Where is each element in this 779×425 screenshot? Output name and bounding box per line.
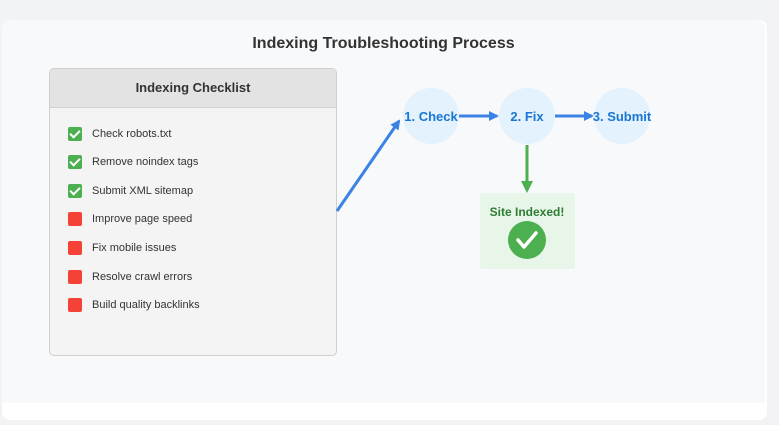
checked-checkbox-icon bbox=[68, 155, 82, 169]
checklist-item: Build quality backlinks bbox=[68, 297, 200, 313]
checkmark-icon bbox=[508, 221, 546, 259]
checklist-item-label: Check robots.txt bbox=[92, 128, 172, 140]
step-check-label: 1. Check bbox=[404, 109, 458, 124]
checklist-item: Resolve crawl errors bbox=[68, 269, 192, 285]
step-check-node bbox=[403, 88, 459, 144]
step-submit-node bbox=[594, 88, 650, 144]
checklist-item: Check robots.txt bbox=[68, 126, 171, 142]
checklist-header: Indexing Checklist bbox=[50, 69, 336, 108]
step-fix-node bbox=[499, 88, 555, 144]
checked-checkbox-icon bbox=[68, 127, 82, 141]
unchecked-red-box-icon bbox=[68, 270, 82, 284]
checklist-item-label: Remove noindex tags bbox=[92, 156, 199, 168]
site-indexed-label: Site Indexed! bbox=[490, 205, 565, 219]
checklist-item-label: Fix mobile issues bbox=[92, 242, 177, 254]
checklist-item-label: Improve page speed bbox=[92, 213, 193, 225]
checked-checkbox-icon bbox=[68, 184, 82, 198]
diagram-title: Indexing Troubleshooting Process bbox=[252, 35, 515, 52]
checklist-item: Submit XML sitemap bbox=[68, 183, 193, 199]
indexing-checklist: Indexing Checklist Check robots.txt Remo… bbox=[49, 68, 337, 356]
unchecked-red-box-icon bbox=[68, 298, 82, 312]
step-fix-label: 2. Fix bbox=[510, 109, 544, 124]
checklist-item: Improve page speed bbox=[68, 211, 192, 227]
checklist-item-label: Build quality backlinks bbox=[92, 299, 200, 311]
checklist-to-check-arrow bbox=[335, 119, 401, 212]
checklist-item-label: Submit XML sitemap bbox=[92, 185, 194, 197]
checklist-item-label: Resolve crawl errors bbox=[92, 271, 193, 283]
step-submit-label: 3. Submit bbox=[593, 109, 652, 124]
unchecked-red-box-icon bbox=[68, 212, 82, 226]
unchecked-red-box-icon bbox=[68, 241, 82, 255]
checklist-item: Fix mobile issues bbox=[68, 240, 176, 256]
checklist-item: Remove noindex tags bbox=[68, 154, 198, 170]
